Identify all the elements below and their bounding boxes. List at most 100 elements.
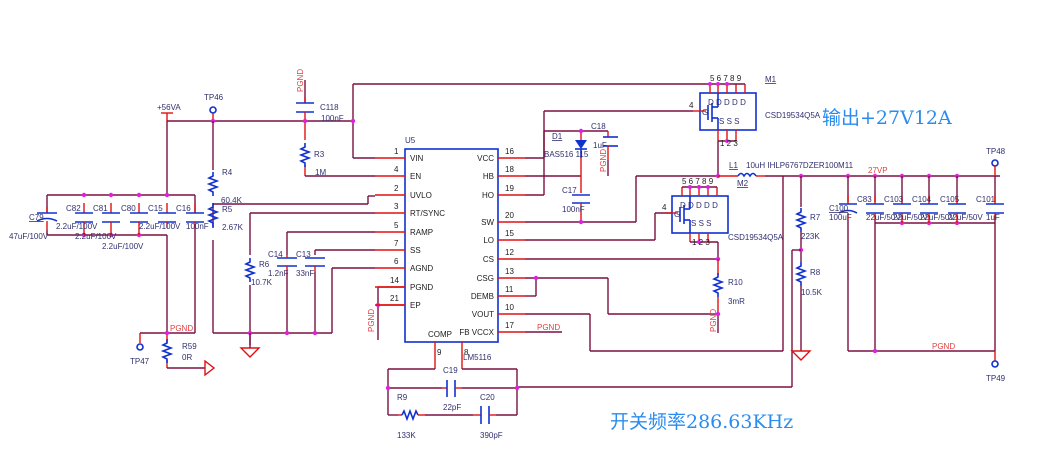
r3-ref: R3	[314, 150, 325, 159]
capacitor-c18[interactable]	[603, 131, 618, 176]
agnd-net	[331, 267, 375, 333]
m2-part: CSD19534Q5A	[728, 233, 784, 242]
r10-ref: R10	[728, 278, 743, 287]
ic-u5[interactable]	[404, 148, 499, 343]
pgnd-label-left: PGND	[170, 324, 193, 333]
pgnd-label-c18: PGND	[599, 149, 608, 172]
r7-ref: R7	[810, 213, 821, 222]
c80-ref: C80	[121, 204, 136, 213]
pgnd-label-vccx: PGND	[537, 323, 560, 332]
m1-gate-pin: 4	[689, 101, 694, 110]
fb-gnd-symbol	[790, 350, 812, 361]
c18-value: 1uF	[593, 141, 607, 150]
c104-value: 22uF/50V	[920, 213, 955, 222]
capacitor-c13[interactable]	[305, 249, 375, 333]
m2-ref: M2	[737, 179, 749, 188]
resistor-r7[interactable]	[796, 207, 806, 233]
capacitor-c105[interactable]	[948, 195, 966, 223]
resistor-r4[interactable]	[208, 171, 218, 197]
tp49-label: TP49	[986, 374, 1006, 383]
capacitor-c82[interactable]	[75, 203, 93, 235]
pin-name: RAMP	[410, 228, 433, 237]
c17-ref: C17	[562, 186, 577, 195]
capacitor-c103[interactable]	[893, 195, 911, 223]
c81-ref: C81	[93, 204, 108, 213]
resistor-r10[interactable]	[713, 272, 723, 298]
m1-source-pins: 1 2 3	[720, 139, 738, 148]
capacitor-c81[interactable]	[102, 203, 120, 235]
r59-value: 0R	[182, 353, 192, 362]
resistor-r8[interactable]	[796, 261, 806, 287]
tp49[interactable]	[991, 351, 999, 368]
r7-value: 223K	[801, 232, 820, 241]
pgnd-label-r10: PGND	[709, 309, 718, 332]
input-cap-bank	[46, 194, 196, 330]
capacitor-c101[interactable]	[986, 195, 1004, 220]
c105-ref: C105	[940, 195, 960, 204]
ic-pins: 1VIN4EN2UVLO3RT/SYNC5RAMP7SS6AGND14PGND2…	[375, 147, 525, 339]
m2-drain-pins: 5 6 7 8 9	[682, 177, 714, 186]
capacitor-c80[interactable]	[130, 203, 148, 235]
pin-name: VIN	[410, 154, 424, 163]
capacitor-c17[interactable]	[572, 194, 590, 220]
pin-name: RT/SYNC	[410, 209, 445, 218]
inductor-l1[interactable]	[718, 172, 1000, 178]
m2-source-pins: 1 2 3	[692, 238, 710, 247]
tp46-label: TP46	[204, 93, 224, 102]
c118-value: 100nF	[321, 114, 344, 123]
capacitor-c19[interactable]	[442, 380, 462, 397]
c19-value: 22pF	[443, 403, 461, 412]
capacitor-c104[interactable]	[920, 195, 938, 223]
capacitor-c20[interactable]	[473, 406, 496, 424]
m2-drain-letters: D D D D D	[680, 201, 718, 210]
diode-d1[interactable]	[575, 131, 587, 193]
u5-part: LM5116	[463, 353, 492, 362]
capacitor-c15[interactable]	[158, 203, 176, 228]
c19-ref: C19	[443, 366, 458, 375]
pin-number: 2	[394, 184, 399, 193]
capacitor-c100[interactable]	[838, 195, 858, 220]
c79-ref: C79	[29, 213, 44, 222]
pin-name-comp: COMP	[428, 330, 452, 339]
m1-source-letters: S S S	[719, 117, 740, 126]
capacitor-c16[interactable]	[186, 203, 204, 228]
pin-number: 16	[505, 147, 514, 156]
d1-ref: D1	[552, 132, 563, 141]
c16-ref: C16	[176, 204, 191, 213]
pin-name: SS	[410, 246, 421, 255]
tp47[interactable]	[136, 343, 144, 351]
resistor-r3[interactable]	[300, 142, 310, 168]
pin-number: 7	[394, 239, 399, 248]
capacitor-c14[interactable]	[277, 231, 375, 333]
pin-number: 11	[505, 285, 514, 294]
c118-ref: C118	[320, 103, 339, 112]
c101-value: 1uF	[986, 213, 1000, 222]
m1-part: CSD19534Q5A	[765, 111, 821, 120]
pin-9: 9	[437, 348, 442, 357]
pin-name: HB	[483, 172, 494, 181]
output-spec-annotation: 输出+27V12A	[822, 107, 952, 129]
pin-name: VCC	[477, 154, 494, 163]
pin-number: 12	[505, 248, 514, 257]
capacitor-c83[interactable]	[866, 195, 884, 220]
tp48[interactable]	[991, 159, 999, 176]
m1-gate-letter: G	[702, 108, 708, 117]
capacitor-c79[interactable]	[36, 207, 58, 230]
ic-pin-left-rtsync: 3RT/SYNC	[375, 202, 445, 218]
r5-value: 2.67K	[222, 223, 244, 232]
resistor-r59[interactable]	[162, 338, 172, 364]
c15-ref: C15	[148, 204, 163, 213]
c83-value: 22uF/50V	[866, 213, 901, 222]
c18-ref: C18	[591, 122, 606, 131]
r4-ref: R4	[222, 168, 233, 177]
pin-number: 1	[394, 147, 399, 156]
c83-ref: C83	[857, 195, 872, 204]
resistor-r9[interactable]	[398, 408, 425, 422]
pgnd-label-c118: PGND	[296, 69, 305, 92]
